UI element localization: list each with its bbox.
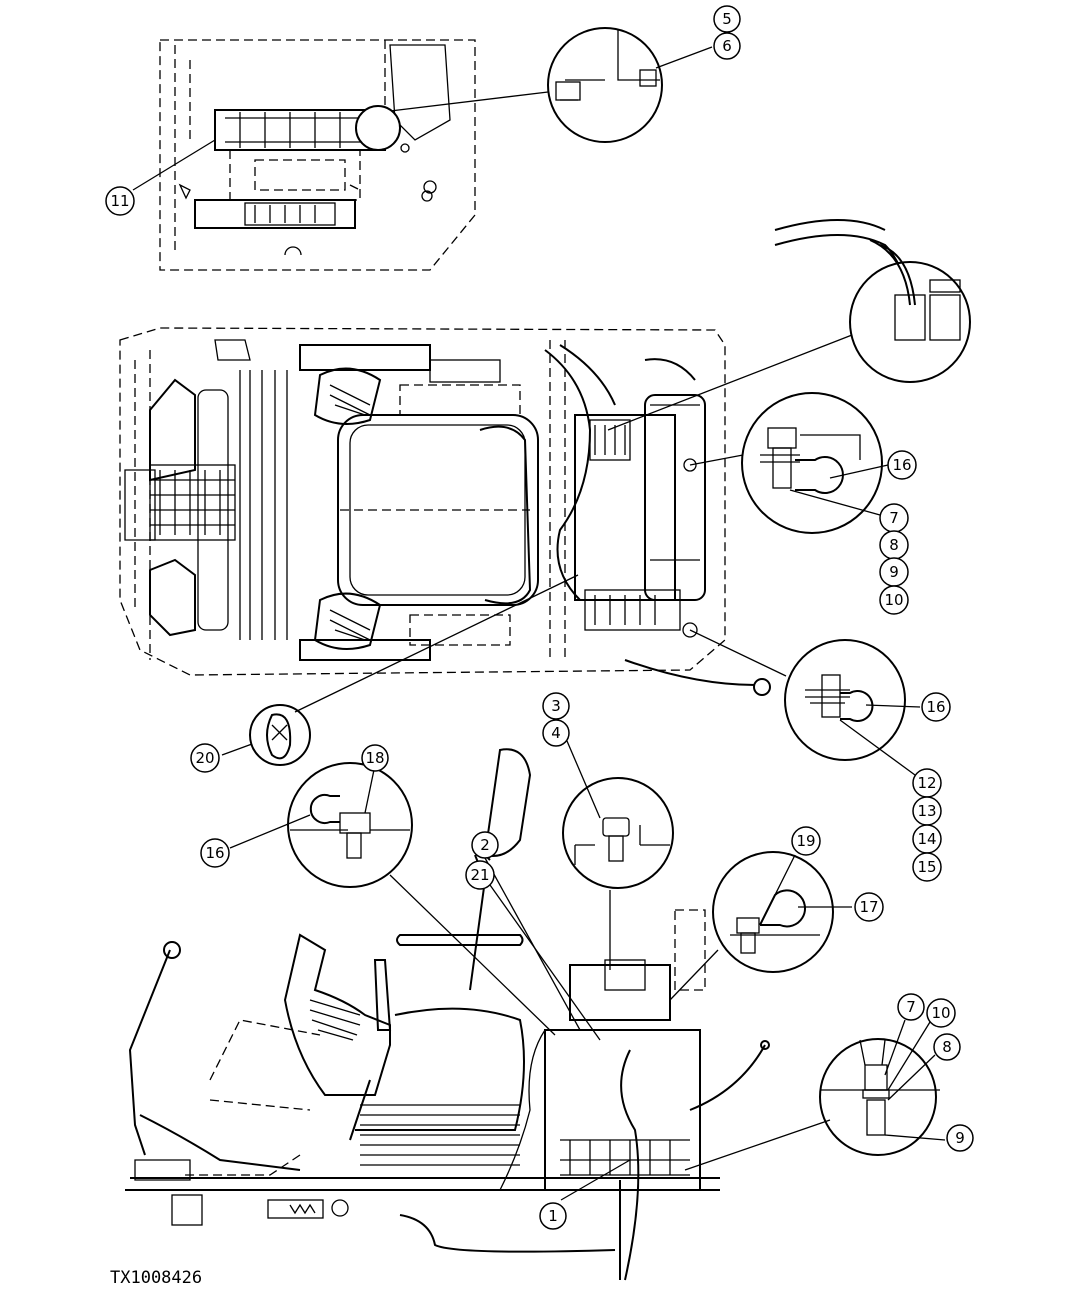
detail-bolt-3-4 xyxy=(557,719,674,970)
svg-text:12: 12 xyxy=(917,774,936,792)
callout-17: 17 xyxy=(854,892,884,922)
svg-text:4: 4 xyxy=(551,724,561,742)
detail-clamp-16 xyxy=(689,392,889,534)
callout-7-a: 7 xyxy=(879,503,909,533)
seat-side-view xyxy=(125,748,770,1281)
svg-text:19: 19 xyxy=(796,832,815,850)
svg-text:14: 14 xyxy=(917,830,936,848)
svg-text:16: 16 xyxy=(892,456,911,474)
figure-id: TX1008426 xyxy=(110,1268,202,1288)
callout-6: 6 xyxy=(713,32,741,60)
callout-16-b: 16 xyxy=(921,692,951,722)
callout-8-a: 8 xyxy=(879,530,909,560)
svg-text:9: 9 xyxy=(955,1129,965,1147)
svg-text:10: 10 xyxy=(884,591,903,609)
callout-14: 14 xyxy=(912,824,942,854)
detail-clamp-18 xyxy=(229,762,556,1036)
svg-text:17: 17 xyxy=(859,898,878,916)
svg-text:7: 7 xyxy=(889,509,899,527)
callout-21: 21 xyxy=(465,860,495,890)
callout-15: 15 xyxy=(912,852,942,882)
svg-text:5: 5 xyxy=(722,10,732,28)
callout-10-a: 10 xyxy=(879,585,909,615)
svg-text:13: 13 xyxy=(917,802,936,820)
callout-7-b: 7 xyxy=(897,993,925,1021)
svg-text:16: 16 xyxy=(926,698,945,716)
controller-panel-view xyxy=(159,39,476,271)
svg-text:8: 8 xyxy=(889,536,899,554)
svg-text:8: 8 xyxy=(942,1038,952,1056)
svg-text:6: 6 xyxy=(722,37,732,55)
callout-4: 4 xyxy=(542,719,570,747)
svg-text:3: 3 xyxy=(551,697,561,715)
callout-1: 1 xyxy=(539,1202,567,1230)
callout-11: 11 xyxy=(105,186,135,216)
callout-20: 20 xyxy=(190,743,220,773)
callout-3: 3 xyxy=(542,692,570,720)
callout-16-c: 16 xyxy=(200,838,230,868)
seat-top-view xyxy=(119,327,771,696)
callout-19: 19 xyxy=(791,826,821,856)
callout-18: 18 xyxy=(361,744,389,772)
svg-text:21: 21 xyxy=(470,866,489,884)
detail-bolt-5-6 xyxy=(355,27,713,151)
svg-text:16: 16 xyxy=(205,844,224,862)
svg-text:11: 11 xyxy=(110,192,129,210)
svg-text:10: 10 xyxy=(931,1004,950,1022)
callout-9-a: 9 xyxy=(879,557,909,587)
svg-text:9: 9 xyxy=(889,563,899,581)
detail-bolt-7-10 xyxy=(684,1019,946,1171)
detail-connector xyxy=(607,219,971,431)
svg-text:2: 2 xyxy=(480,836,490,854)
callout-13: 13 xyxy=(912,796,942,826)
detail-clamp-12 xyxy=(689,629,921,776)
callout-10-b: 10 xyxy=(926,998,956,1028)
svg-text:7: 7 xyxy=(906,998,916,1016)
callout-2: 2 xyxy=(471,831,499,859)
detail-clamp-17-19 xyxy=(669,851,852,1001)
svg-text:15: 15 xyxy=(917,858,936,876)
svg-text:20: 20 xyxy=(195,749,214,767)
svg-text:18: 18 xyxy=(365,749,384,767)
callout-5: 5 xyxy=(713,5,741,33)
callout-8-b: 8 xyxy=(933,1033,961,1061)
detail-20 xyxy=(221,574,579,766)
callout-16-a: 16 xyxy=(887,450,917,480)
callout-9-b: 9 xyxy=(946,1124,974,1152)
svg-text:1: 1 xyxy=(548,1207,558,1225)
callout-12: 12 xyxy=(912,768,942,798)
